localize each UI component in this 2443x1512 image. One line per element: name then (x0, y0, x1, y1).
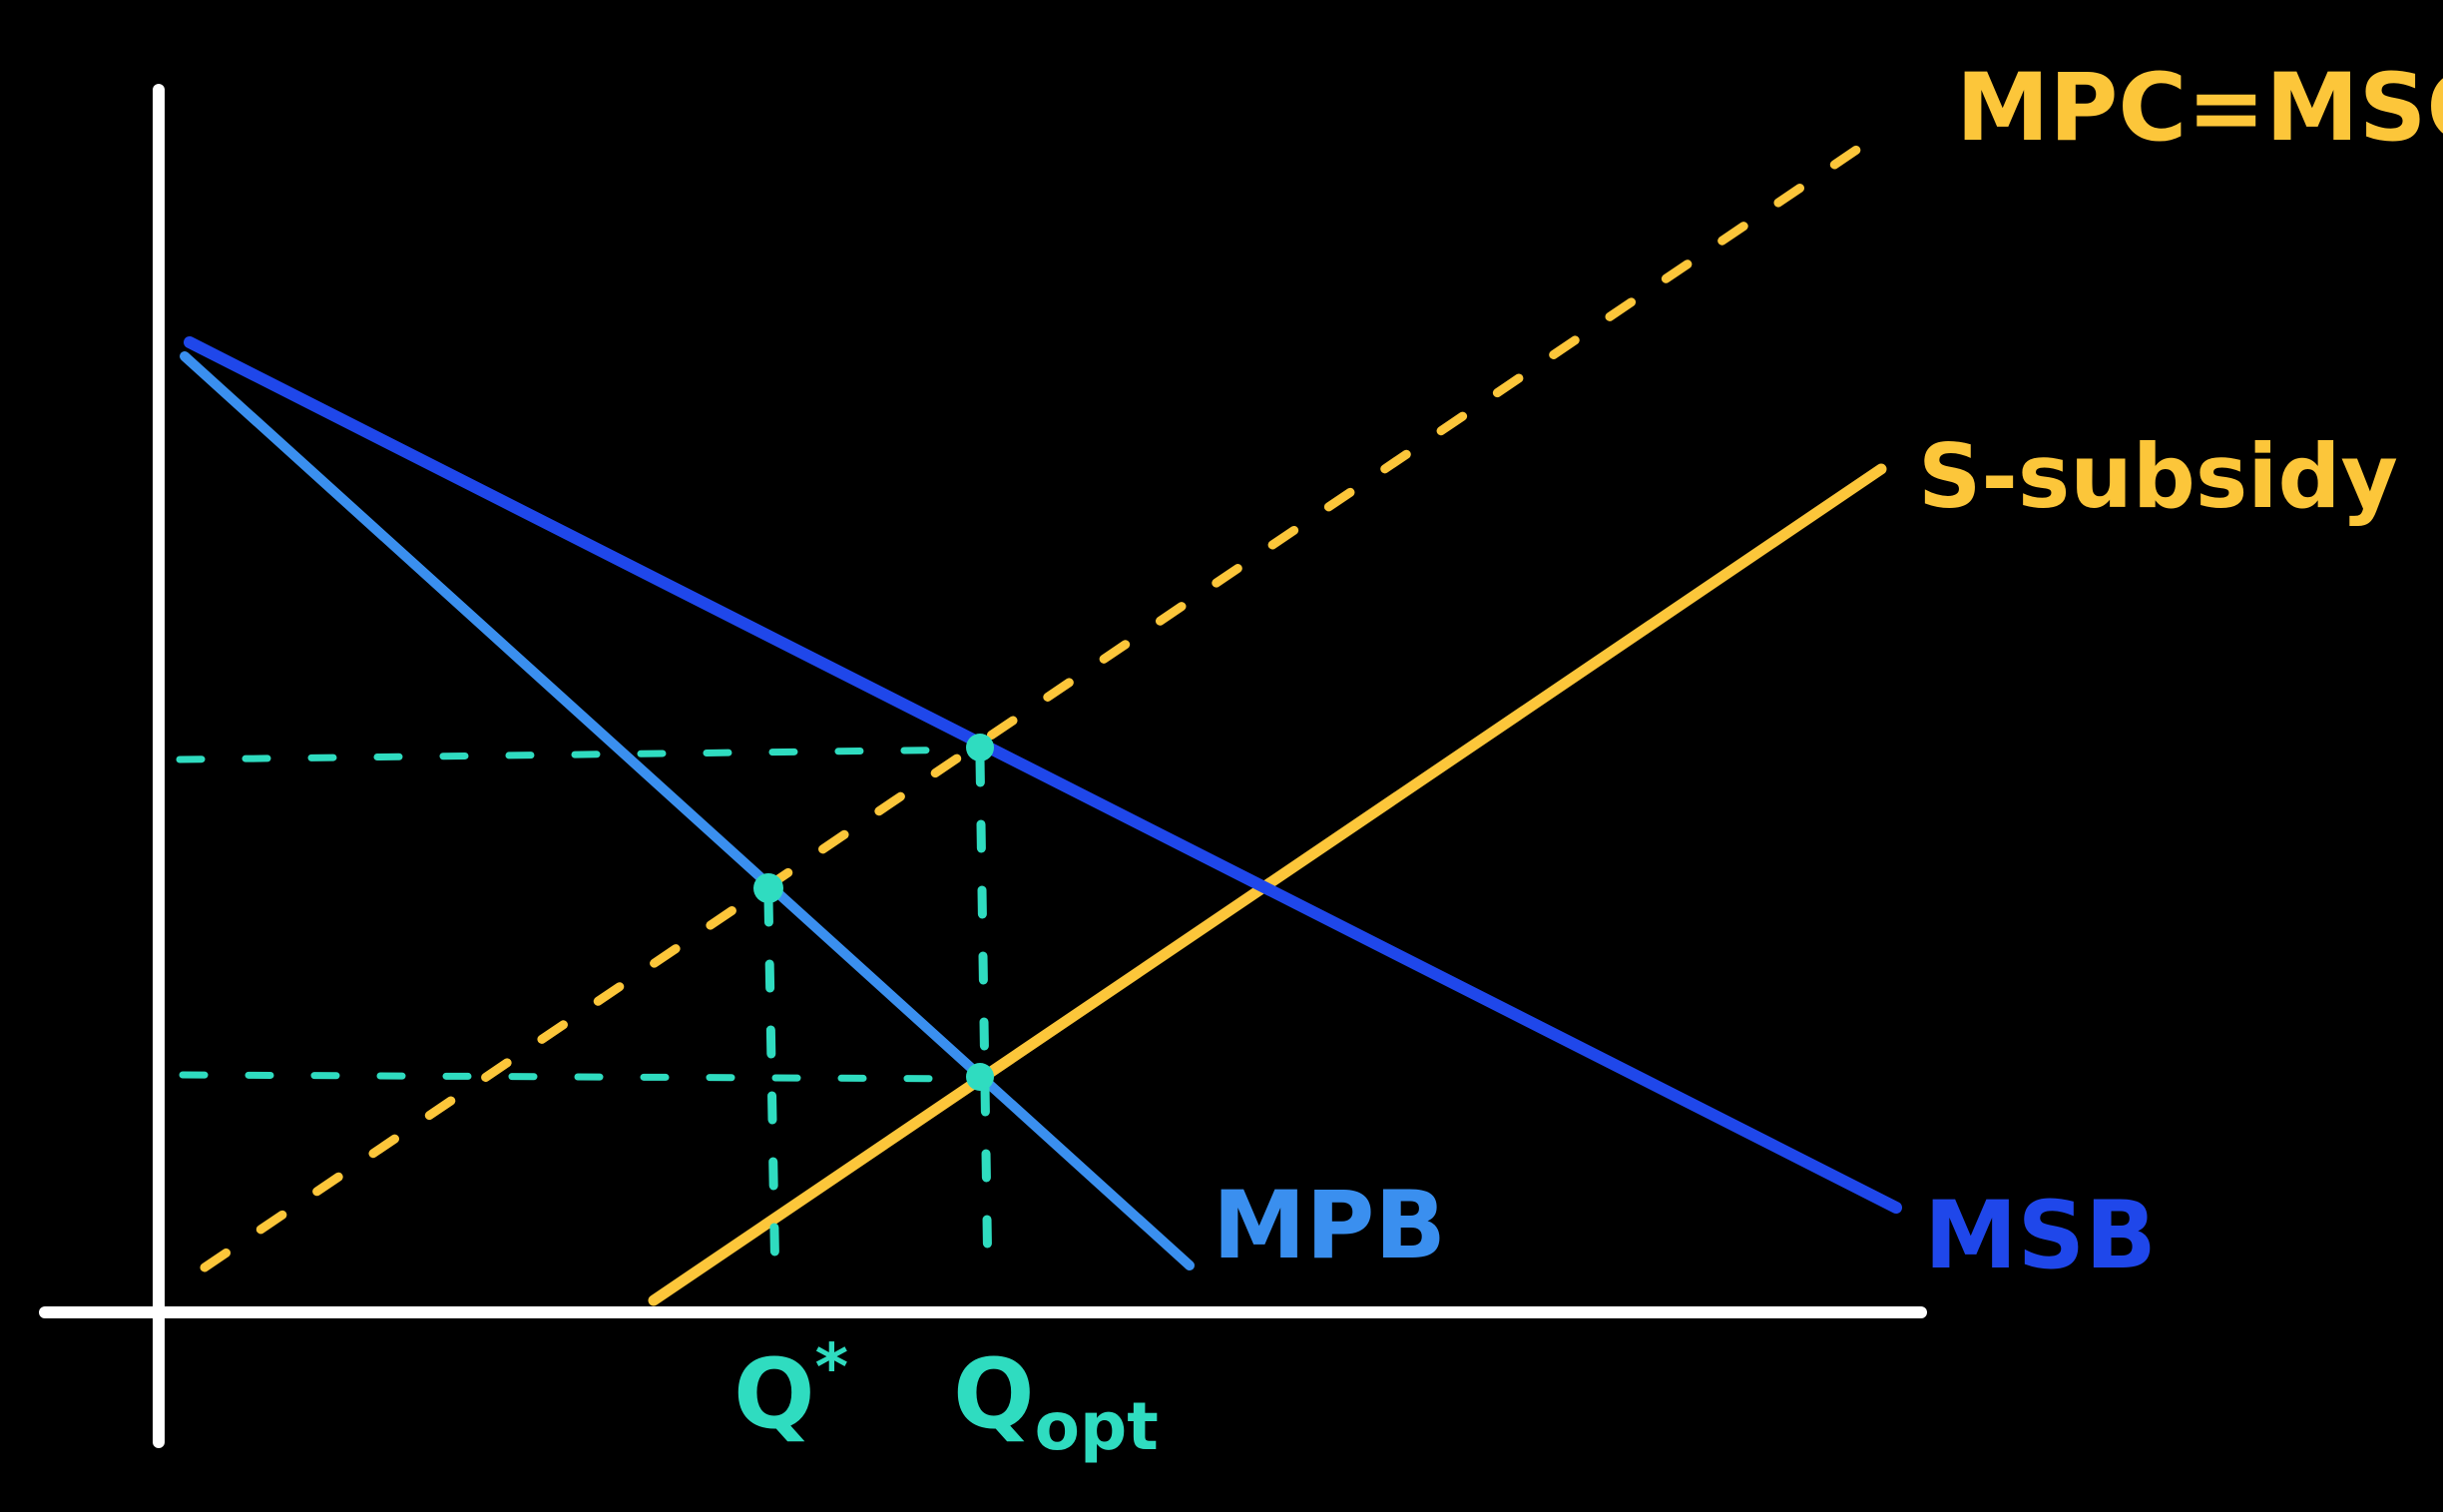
q-star-superscript: * (815, 1331, 848, 1405)
lower-price-guide (179, 1071, 982, 1083)
upper-price-guide (176, 746, 987, 763)
q-opt-subscript: opt (1035, 1388, 1159, 1465)
msb-label: MSB (1924, 1182, 2157, 1290)
mpc-msc-label: MPC=MSC (1956, 54, 2443, 163)
mpb-label: MPB (1213, 1172, 1446, 1280)
q-star-label: Q* (733, 1331, 848, 1450)
market-equilibrium-point (753, 873, 783, 903)
q-opt-guide (975, 754, 993, 1287)
mpb-curve (180, 351, 1195, 1270)
subsidy-equilibrium-point (966, 1063, 994, 1091)
q-star-letter: Q (733, 1338, 815, 1450)
s-subsidy-label: S-subsidy (1918, 425, 2398, 528)
mpc-msc-curve (200, 125, 1891, 1272)
q-opt-label: Qopt (953, 1338, 1159, 1465)
social-optimum-point (966, 734, 994, 761)
q-opt-letter: Q (953, 1338, 1035, 1450)
msb-curve (184, 336, 1902, 1214)
q-star-guide (763, 893, 780, 1292)
